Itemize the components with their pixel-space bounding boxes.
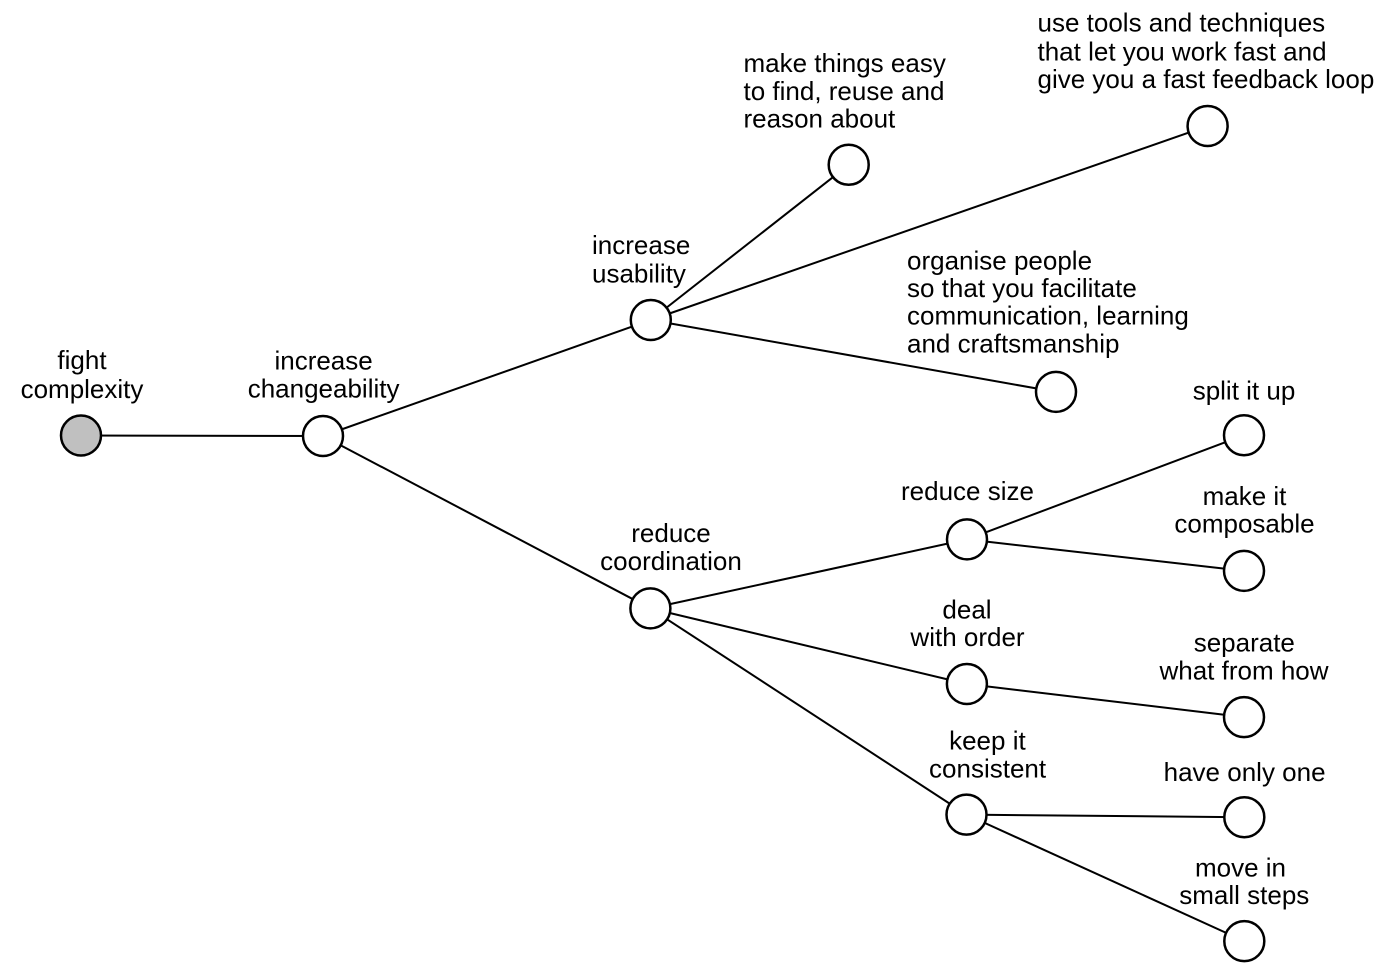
svg-text:coordination: coordination: [600, 546, 742, 576]
svg-text:that let you work fast and: that let you work fast and: [1038, 36, 1327, 66]
svg-text:reason about: reason about: [744, 104, 897, 134]
svg-text:use tools and techniques: use tools and techniques: [1038, 8, 1326, 38]
svg-text:deal: deal: [942, 594, 991, 624]
svg-text:reduce: reduce: [631, 518, 711, 548]
svg-text:make things easy: make things easy: [744, 48, 946, 78]
svg-text:make it: make it: [1203, 481, 1288, 511]
svg-text:give you a fast feedback loop: give you a fast feedback loop: [1038, 64, 1375, 94]
svg-text:move in: move in: [1195, 852, 1286, 882]
svg-text:and craftsmanship: and craftsmanship: [907, 329, 1119, 359]
svg-text:consistent: consistent: [929, 754, 1047, 784]
svg-text:reduce size: reduce size: [901, 476, 1034, 506]
svg-text:so that you facilitate: so that you facilitate: [907, 273, 1137, 303]
svg-text:have only one: have only one: [1164, 757, 1326, 787]
svg-text:increase: increase: [274, 346, 372, 376]
svg-text:keep it: keep it: [949, 725, 1026, 755]
svg-text:changeability: changeability: [248, 374, 400, 404]
svg-text:increase: increase: [592, 230, 690, 260]
svg-text:with order: with order: [909, 622, 1024, 652]
svg-text:organise people: organise people: [907, 246, 1092, 276]
svg-text:to find, reuse and: to find, reuse and: [744, 76, 945, 106]
svg-text:separate: separate: [1194, 628, 1295, 658]
svg-text:composable: composable: [1174, 508, 1314, 538]
svg-text:fight: fight: [57, 345, 107, 375]
svg-text:what from how: what from how: [1158, 655, 1328, 685]
svg-text:communication, learning: communication, learning: [907, 301, 1189, 331]
svg-text:split it up: split it up: [1193, 376, 1296, 406]
svg-text:usability: usability: [592, 259, 686, 289]
svg-text:complexity: complexity: [21, 374, 144, 404]
svg-text:small steps: small steps: [1179, 880, 1309, 910]
